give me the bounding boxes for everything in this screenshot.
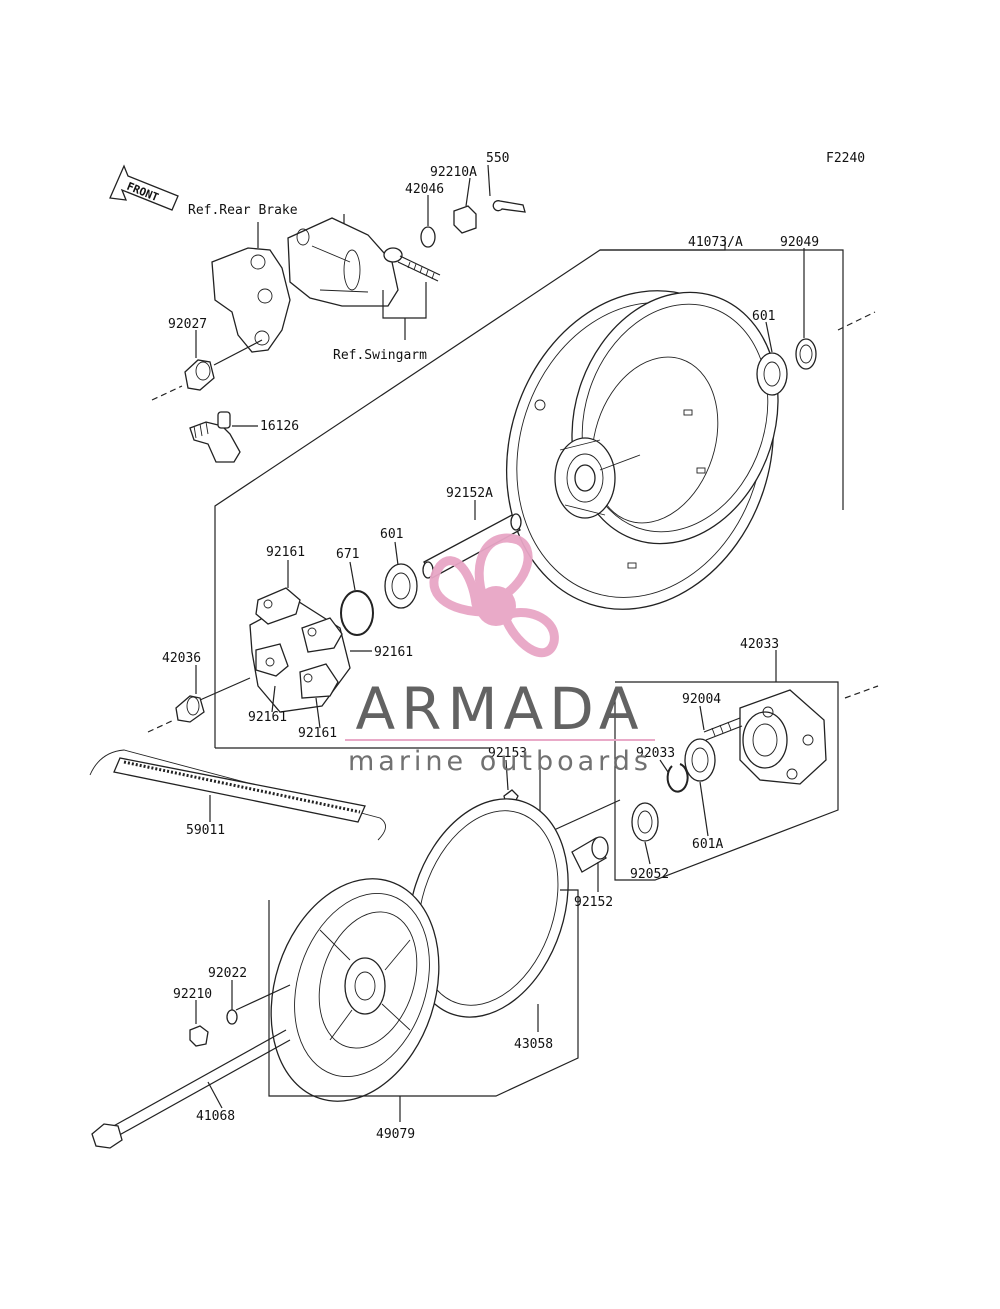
bearing-601A: [684, 738, 716, 782]
valve-16126: [189, 411, 241, 463]
brand-tagline: marine outboards: [348, 746, 652, 777]
nut-92210: [189, 1025, 209, 1047]
pulley-cover-43058: [407, 798, 569, 1018]
figure-code: F2240: [826, 151, 865, 166]
seal-92049: [795, 338, 817, 370]
watermark: ARMADA marine outboards: [345, 533, 655, 777]
washer-42046: [420, 226, 436, 248]
part-labels: 550 92210A 42046 41073/A 92049 601 92027…: [162, 151, 819, 1142]
part-92161-a: 92161: [266, 545, 305, 560]
axle-41068: [91, 1029, 291, 1149]
bearing-601-mid: [384, 563, 418, 609]
caliper-bracket: [211, 247, 291, 353]
part-92004: 92004: [682, 692, 721, 707]
part-16126: 16126: [260, 419, 299, 434]
part-550: 550: [486, 151, 509, 166]
part-41073A: 41073/A: [688, 235, 743, 250]
o-ring-671: [340, 590, 374, 636]
part-41068: 41068: [196, 1109, 235, 1124]
part-42036: 42036: [162, 651, 201, 666]
swingarm-end: [287, 214, 399, 307]
frame-42033: [614, 681, 839, 881]
brand-name: ARMADA: [355, 675, 644, 743]
part-92152A: 92152A: [446, 486, 493, 501]
part-92210A: 92210A: [430, 165, 477, 180]
part-671: 671: [336, 547, 359, 562]
cotter-pin-550: [492, 200, 526, 213]
collar-92152: [571, 836, 609, 873]
bearing-601-top: [756, 352, 788, 396]
part-601-mid: 601: [380, 527, 403, 542]
ref-rear-brake-label: Ref.Rear Brake: [188, 203, 298, 218]
part-92049: 92049: [780, 235, 819, 250]
coupling-42033: [739, 689, 827, 785]
washer-92022: [226, 1009, 238, 1025]
propeller-logo-icon: [429, 533, 559, 658]
ref-swingarm-label: Ref.Swingarm: [333, 348, 427, 363]
part-92033: 92033: [636, 746, 675, 761]
hub-dampers-92161: [249, 587, 351, 713]
chain-adjuster-bolt: [383, 247, 441, 282]
part-601-top: 601: [752, 309, 775, 324]
part-92161-c: 92161: [248, 710, 287, 725]
part-92022: 92022: [208, 966, 247, 981]
stud-92004: [703, 717, 743, 741]
part-49079: 49079: [376, 1127, 415, 1142]
part-92027: 92027: [168, 317, 207, 332]
rear-wheel: [505, 290, 779, 610]
swingarm-bracket-line: [382, 282, 427, 340]
front-arrow-icon: FRONT: [109, 164, 179, 211]
seal-92052: [631, 802, 659, 842]
part-42033: 42033: [740, 637, 779, 652]
part-92153: 92153: [488, 746, 527, 761]
part-92152: 92152: [574, 895, 613, 910]
part-92161-d: 92161: [298, 726, 337, 741]
collar-92027: [184, 359, 215, 391]
part-43058: 43058: [514, 1037, 553, 1052]
part-92210: 92210: [173, 987, 212, 1002]
circlip-92033: [666, 763, 689, 793]
part-92161-b: 92161: [374, 645, 413, 660]
part-42046: 42046: [405, 182, 444, 197]
part-92052: 92052: [630, 867, 669, 882]
castle-nut-92210A: [453, 205, 477, 234]
collar-42036: [175, 695, 205, 723]
part-59011: 59011: [186, 823, 225, 838]
frame-49079: [268, 889, 579, 1097]
part-601A: 601A: [692, 837, 723, 852]
drive-belt-59011: [89, 749, 386, 841]
rear-pulley-49079: [270, 878, 440, 1102]
